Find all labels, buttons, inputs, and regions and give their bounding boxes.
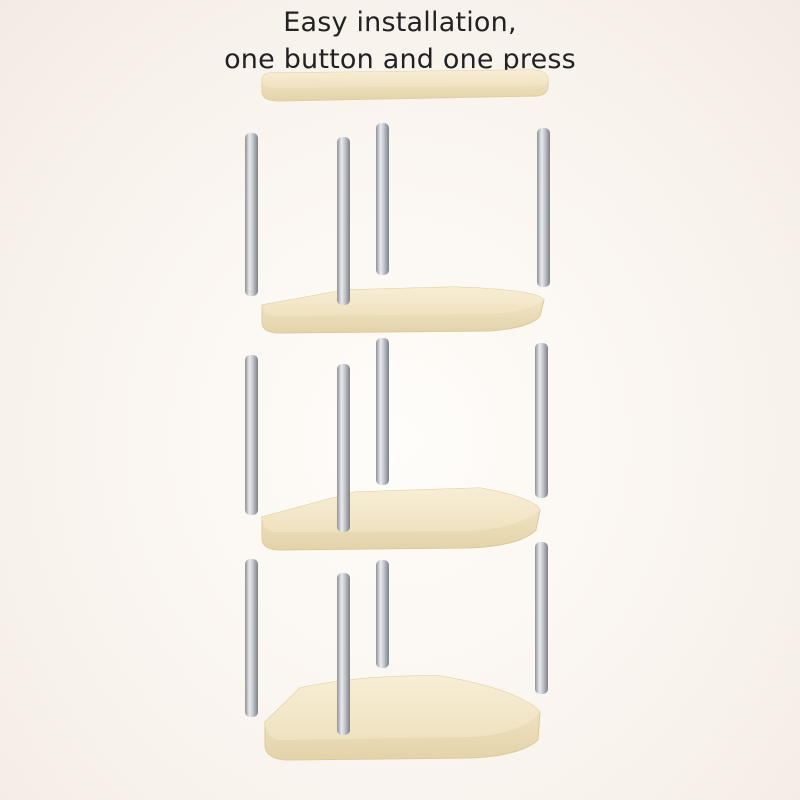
pole (376, 338, 389, 485)
pole (535, 542, 548, 694)
caption-line-1: Easy installation, (283, 7, 517, 38)
pole (376, 560, 389, 668)
pole (337, 137, 350, 305)
shelf-bottom (264, 675, 541, 761)
pole (376, 123, 389, 275)
poles-row-1 (245, 123, 550, 305)
shelf-top (261, 69, 549, 102)
caption: Easy installation, one button and one pr… (0, 4, 800, 78)
pole (245, 355, 258, 515)
poles-row-3 (245, 542, 548, 735)
pole (537, 128, 550, 287)
pole (245, 133, 258, 296)
pole (337, 573, 350, 735)
shelf-3 (261, 487, 541, 551)
pole (337, 364, 350, 532)
poles-row-2 (245, 338, 548, 532)
pole (245, 559, 258, 717)
shelf-2 (261, 286, 545, 334)
pole (535, 343, 548, 498)
